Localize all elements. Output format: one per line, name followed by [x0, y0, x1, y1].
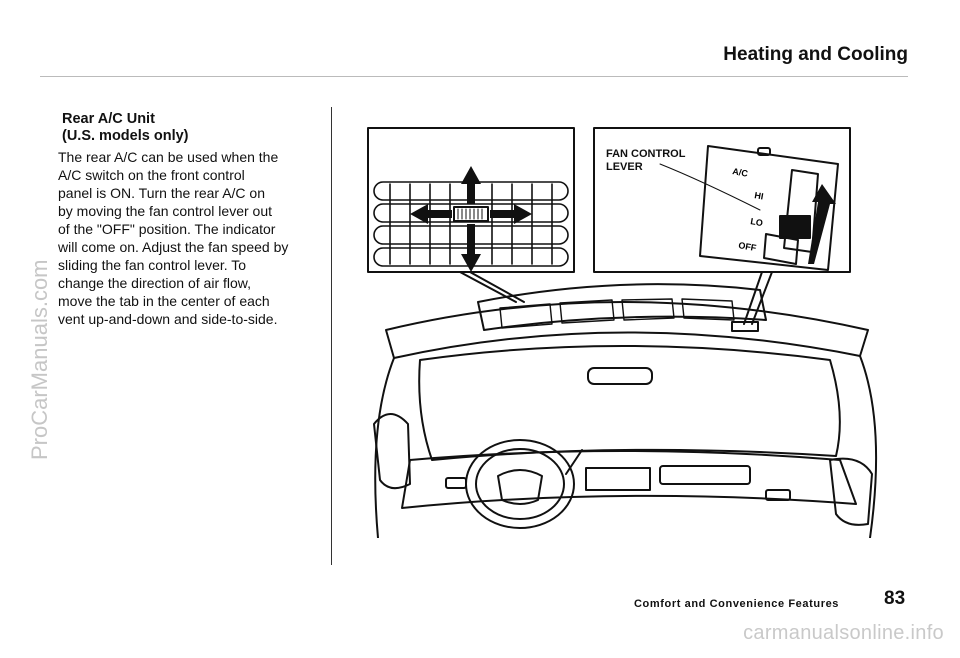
- body-line: change the direction of air flow,: [58, 275, 252, 291]
- header-rule: [40, 76, 908, 77]
- side-watermark: ProCarManuals.com: [0, 0, 52, 658]
- body-line: panel is ON. Turn the rear A/C on: [58, 185, 265, 201]
- panel-label-hi: HI: [754, 190, 765, 201]
- body-line: by moving the fan control lever out: [58, 203, 273, 219]
- section-body: The rear A/C can be used when the A/C sw…: [58, 148, 326, 328]
- callout-line1: FAN CONTROL: [606, 148, 686, 160]
- callout-line2: LEVER: [606, 161, 643, 173]
- dashboard: [401, 450, 857, 509]
- control-pointer-line: [743, 271, 763, 325]
- callout-leader-line: [659, 163, 761, 211]
- page-number: 83: [884, 588, 906, 609]
- wiper-stalk: [565, 449, 583, 475]
- left-pillar: [374, 357, 395, 538]
- right-pillar: [859, 355, 878, 538]
- footer-section-label: Comfort and Convenience Features: [634, 598, 840, 610]
- body-line: move the tab in the center of each: [58, 293, 270, 309]
- body-line: sliding the fan control lever. To: [58, 257, 247, 273]
- lever-direction-arrow-icon: [808, 184, 836, 264]
- section-title-line2: (U.S. models only): [62, 128, 189, 144]
- section-title-line1: Rear A/C Unit: [62, 111, 155, 127]
- body-line: A/C switch on the front control: [58, 167, 245, 183]
- fan-control-lever: [779, 215, 811, 239]
- headliner: [385, 301, 869, 359]
- center-console: [585, 467, 651, 491]
- side-watermark-text: ProCarManuals.com: [27, 259, 52, 460]
- panel-label-ac: A/C: [732, 166, 749, 179]
- rear-ac-illustration: FAN CONTROL LEVER A/C HI LO OFF: [367, 127, 878, 538]
- vent-pointer-line: [469, 271, 525, 303]
- fan-control-inset-frame: [593, 127, 851, 273]
- bottom-watermark: carmanualsonline.info: [743, 622, 944, 644]
- panel-label-off: OFF: [738, 240, 758, 253]
- control-panel: [699, 145, 839, 271]
- airflow-arrows-icon: [410, 166, 532, 272]
- panel-label-lo: LO: [750, 216, 764, 228]
- ac-indicator-light: [757, 147, 771, 156]
- rearview-mirror: [587, 367, 653, 385]
- page-header-title: Heating and Cooling: [723, 44, 908, 65]
- section-title: Rear A/C Unit (U.S. models only): [62, 111, 189, 145]
- steering-wheel-inner: [475, 448, 565, 520]
- windshield: [418, 345, 841, 461]
- body-line: of the "OFF" position. The indicator: [58, 221, 276, 237]
- body-line: will come on. Adjust the fan speed by: [58, 239, 289, 255]
- right-door-panel: [829, 457, 873, 526]
- fan-control-location: [731, 321, 759, 332]
- right-dash-vent: [765, 489, 791, 501]
- steering-hub: [497, 469, 543, 505]
- instrument-trim: [659, 465, 751, 485]
- body-line: The rear A/C can be used when the: [58, 149, 279, 165]
- rear-vent-housing: [477, 283, 767, 331]
- column-divider: [331, 107, 332, 565]
- left-door-panel: [373, 413, 411, 490]
- body-line: vent up-and-down and side-to-side.: [58, 311, 278, 327]
- vent-tab: [453, 206, 489, 222]
- lever-knob: [763, 233, 799, 265]
- tab-ridges-icon: [457, 208, 483, 220]
- left-dash-vent: [445, 477, 467, 489]
- steering-wheel: [465, 439, 575, 529]
